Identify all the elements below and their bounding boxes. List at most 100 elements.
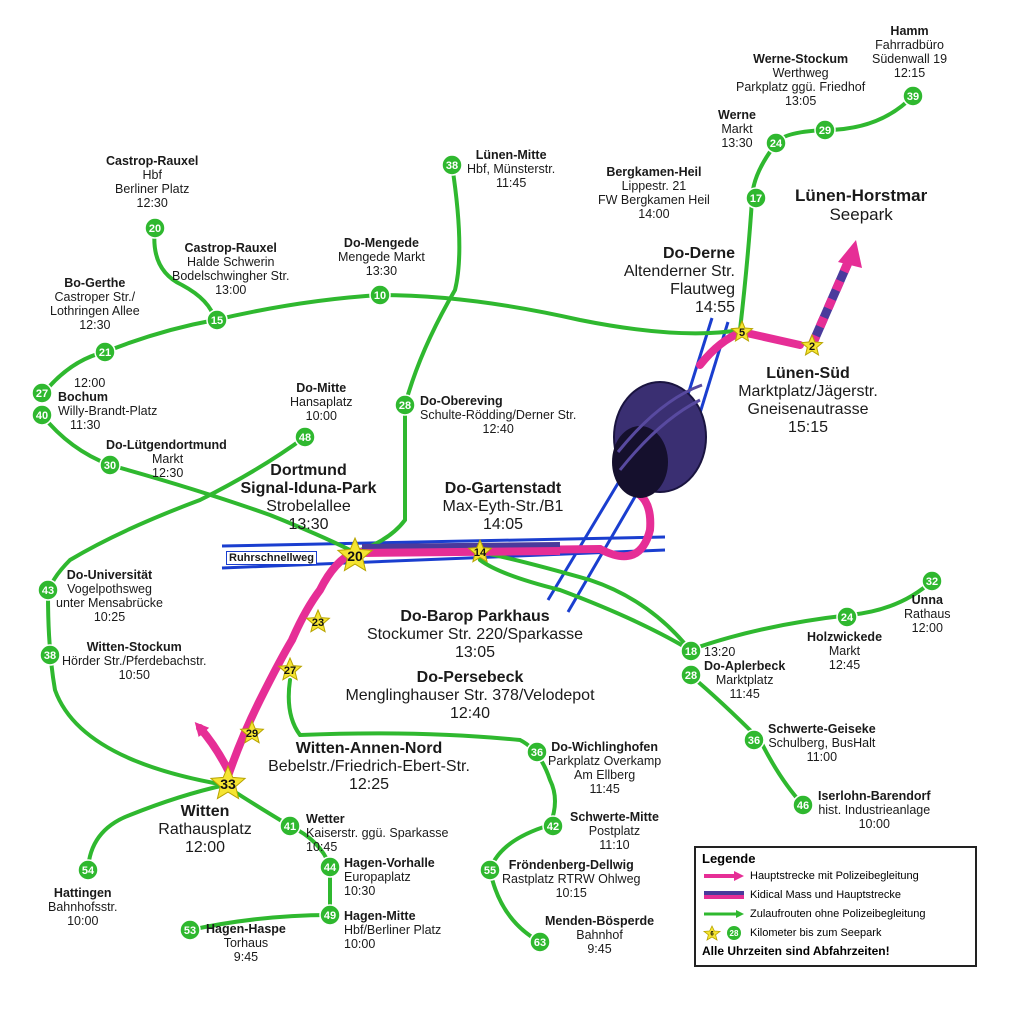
km-marker-number: 2 (809, 341, 815, 353)
km-marker-number: 41 (284, 821, 296, 833)
stop-luenen-sued: Lünen-Süd Marktplatz/Jägerstr.Gneisenaut… (738, 365, 878, 436)
km-marker-circle: 24 (836, 606, 858, 628)
tunnel-graphic (612, 381, 707, 498)
km-marker-circle: 42 (542, 815, 564, 837)
km-marker-star: 23 (305, 608, 331, 633)
stop-iserlohn-barendorf: Iserlohn-Barendorf hist. Industrieanlage… (818, 789, 931, 831)
km-marker-number: 29 (819, 125, 831, 137)
km-marker-circle: 43 (37, 579, 59, 601)
stop-witten-stockum: Witten-Stockum Hörder Str./Pferdebachstr… (62, 640, 207, 682)
km-marker-circle: 17 (745, 187, 767, 209)
km-marker-number: 39 (907, 91, 919, 103)
stop-froendenberg-dellwig: Fröndenberg-Dellwig Rastplatz RTRW Ohlwe… (502, 858, 641, 900)
km-marker-number: 20 (149, 223, 161, 235)
km-marker-number: 5 (739, 327, 745, 339)
legend-main-swatch (704, 870, 744, 881)
stop-hattingen: Hattingen Bahnhofsstr.10:00 (48, 886, 118, 928)
km-marker-circle: 27 (31, 382, 53, 404)
km-marker-number: 38 (446, 160, 458, 172)
km-marker-circle: 24 (765, 132, 787, 154)
km-marker-number: 44 (324, 862, 337, 874)
km-marker-circle: 20 (144, 217, 166, 239)
km-marker-number: 42 (547, 821, 559, 833)
km-marker-circle: 21 (94, 341, 116, 363)
legend-item-feeder: Zulaufrouten ohne Polizeibegleitung (702, 904, 969, 923)
km-marker-number: 38 (44, 650, 56, 662)
km-marker-star: 5 (730, 319, 754, 342)
km-marker-number: 27 (36, 388, 48, 400)
kidical-route (807, 240, 862, 347)
legend-km-swatch: 6 28 (702, 924, 741, 941)
stop-do-barop-parkhaus: Do-Barop Parkhaus Stockumer Str. 220/Spa… (366, 608, 584, 661)
km-marker-circle: 15 (206, 309, 228, 331)
stop-do-persebeck: Do-Persebeck Menglinghauser Str. 378/Vel… (345, 669, 595, 722)
legend-note: Alle Uhrzeiten sind Abfahrzeiten! (702, 944, 890, 958)
km-marker-number: 53 (184, 925, 196, 937)
legend-item-kidical-label: Kidical Mass und Hauptstrecke (750, 888, 902, 901)
km-marker-circle: 28 (680, 664, 702, 686)
legend-item-main-label: Hauptstrecke mit Polizeibegleitung (750, 869, 919, 882)
legend-item-km: 6 28 Kilometer bis zum Seepark (702, 923, 969, 942)
stop-luenen-mitte: Lünen-Mitte Hbf, Münsterstr.11:45 (467, 148, 556, 190)
km-marker-circle: 29 (814, 119, 836, 141)
km-marker-circle: 63 (529, 931, 551, 953)
km-marker-star: 29 (239, 719, 265, 744)
km-marker-number: 49 (324, 910, 336, 922)
km-marker-number: 30 (104, 460, 116, 472)
km-marker-circle: 32 (921, 570, 943, 592)
km-marker-number: 21 (99, 347, 111, 359)
km-marker-star: 33 (209, 764, 247, 800)
km-marker-circle: 54 (77, 859, 99, 881)
km-marker-number: 54 (82, 865, 95, 877)
km-marker-number: 55 (484, 865, 496, 877)
km-marker-circle: 41 (279, 815, 301, 837)
km-marker-number: 48 (299, 432, 311, 444)
legend-item-km-label: Kilometer bis zum Seepark (750, 926, 882, 939)
stop-witten-annen-nord: Witten-Annen-Nord Bebelstr./Friedrich-Eb… (268, 740, 470, 793)
km-marker-number: 24 (841, 612, 854, 624)
km-marker-circle: 28 (394, 394, 416, 416)
km-marker-star: 14 (467, 538, 493, 563)
legend-item-main: Hauptstrecke mit Polizeibegleitung (702, 866, 969, 885)
km-marker-number: 28 (685, 670, 697, 682)
km-marker-number: 43 (42, 585, 54, 597)
km-marker-circle: 10 (369, 284, 391, 306)
km-marker-circle: 46 (792, 794, 814, 816)
legend-feeder-swatch (704, 909, 744, 918)
km-marker-number: 36 (531, 747, 543, 759)
km-marker-number: 28 (399, 400, 411, 412)
km-marker-circle: 36 (743, 729, 765, 751)
road-label-ruhrschnellweg: Ruhrschnellweg (226, 551, 317, 566)
km-marker-circle: 38 (441, 154, 463, 176)
km-marker-circle: 53 (179, 919, 201, 941)
km-marker-circle: 40 (31, 404, 53, 426)
km-marker-number: 15 (211, 315, 223, 327)
km-marker-star: 20 (336, 536, 374, 572)
km-marker-star: 27 (277, 656, 303, 681)
km-marker-circle: 38 (39, 644, 61, 666)
stop-luenen-horstmar: Lünen-Horstmar Seepark (795, 186, 928, 225)
km-marker-circle: 30 (99, 454, 121, 476)
legend-item-feeder-label: Zulaufrouten ohne Polizeibegleitung (750, 907, 926, 920)
